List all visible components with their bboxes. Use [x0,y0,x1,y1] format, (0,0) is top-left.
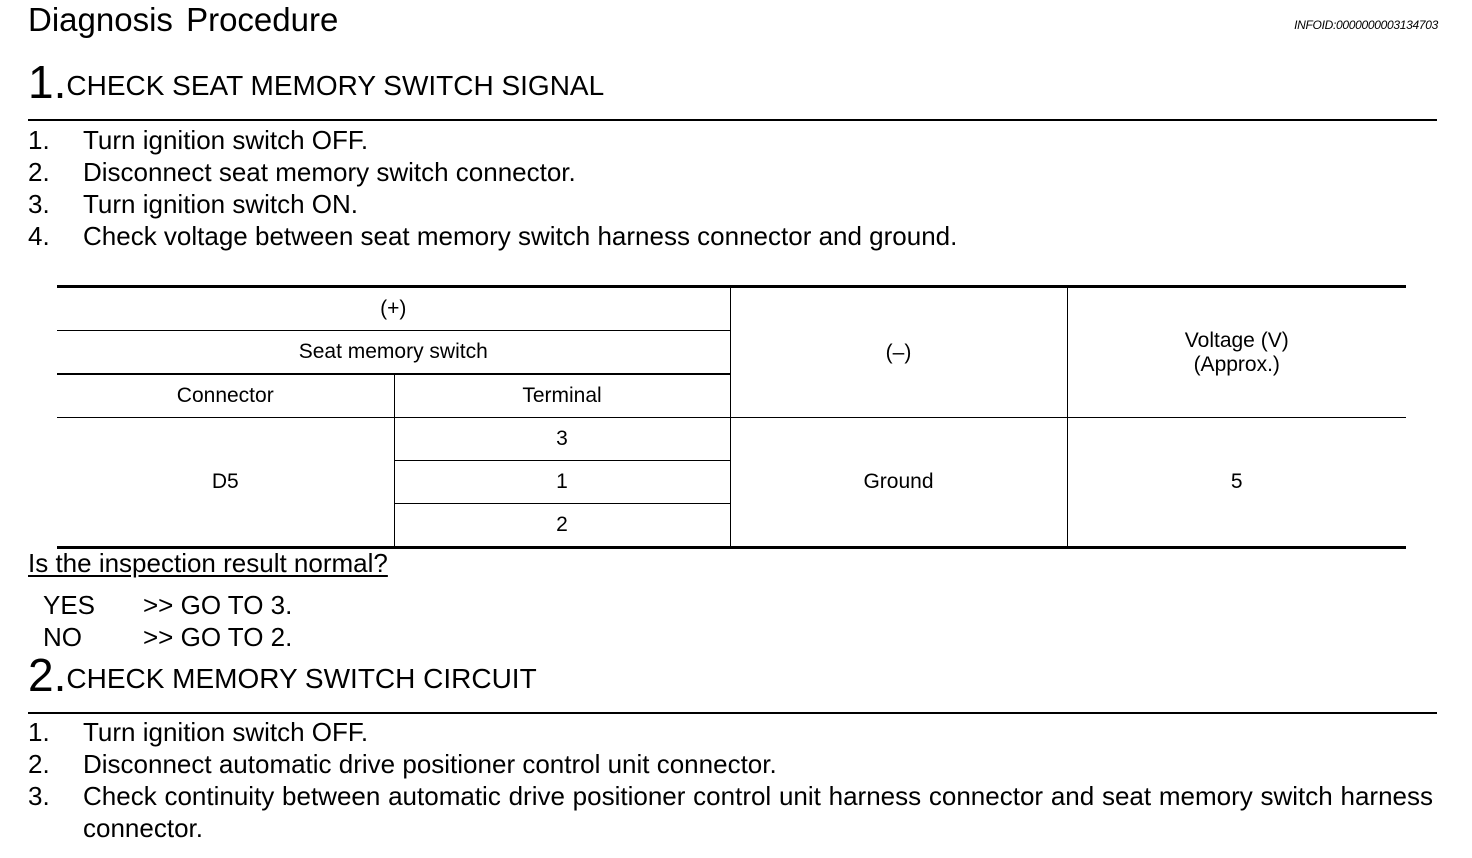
connector-header: Connector [57,373,395,418]
plus-header: (+) [57,285,731,331]
list-item: 4.Check voltage between seat memory swit… [28,221,958,251]
terminal-value: 1 [394,460,730,504]
terminal-value: 2 [394,503,730,549]
step-1-number: 1. [28,56,67,108]
list-item: 1.Turn ignition switch OFF. [28,125,369,155]
minus-header: (–) [729,285,1068,418]
step-2-divider [28,712,1437,714]
info-id: INFOID:0000000003134703 [1294,18,1438,32]
connector-value: D5 [57,417,395,549]
step-1-list: 1.Turn ignition switch OFF. 2.Disconnect… [28,124,1433,252]
inspection-question: Is the inspection result normal? [28,548,388,578]
answer-list: YES>> GO TO 3. NO>> GO TO 2. [43,589,292,653]
step-1-title: CHECK SEAT MEMORY SWITCH SIGNAL [66,70,605,101]
terminal-value: 3 [393,417,731,461]
step-2-heading: 2.CHECK MEMORY SWITCH CIRCUIT [28,652,537,698]
list-item: 3.Check continuity between automatic dri… [28,781,1433,843]
list-item: 2.Disconnect automatic drive positioner … [28,749,777,779]
page-title: Diagnosis Procedure [28,1,339,38]
step-2-title: CHECK MEMORY SWITCH CIRCUIT [66,663,537,694]
voltage-spec-table: (+) (–) Voltage (V) (Approx.) Seat memor… [57,285,1406,549]
list-item: 3.Turn ignition switch ON. [28,189,359,219]
step-2-list: 1.Turn ignition switch OFF. 2.Disconnect… [28,716,1433,844]
list-item: 1.Turn ignition switch OFF. [28,717,369,747]
answer-no: NO>> GO TO 2. [43,622,293,652]
step-1-heading: 1.CHECK SEAT MEMORY SWITCH SIGNAL [28,59,605,105]
list-item: 2.Disconnect seat memory switch connecto… [28,157,576,187]
answer-yes: YES>> GO TO 3. [43,590,293,620]
step-2-number: 2. [28,649,67,701]
terminal-header: Terminal [393,373,730,418]
voltage-header: Voltage (V) (Approx.) [1066,285,1406,418]
component-header: Seat memory switch [57,330,730,375]
step-1-divider [28,119,1437,121]
voltage-value: 5 [1066,417,1406,549]
ground-value: Ground [729,417,1068,549]
